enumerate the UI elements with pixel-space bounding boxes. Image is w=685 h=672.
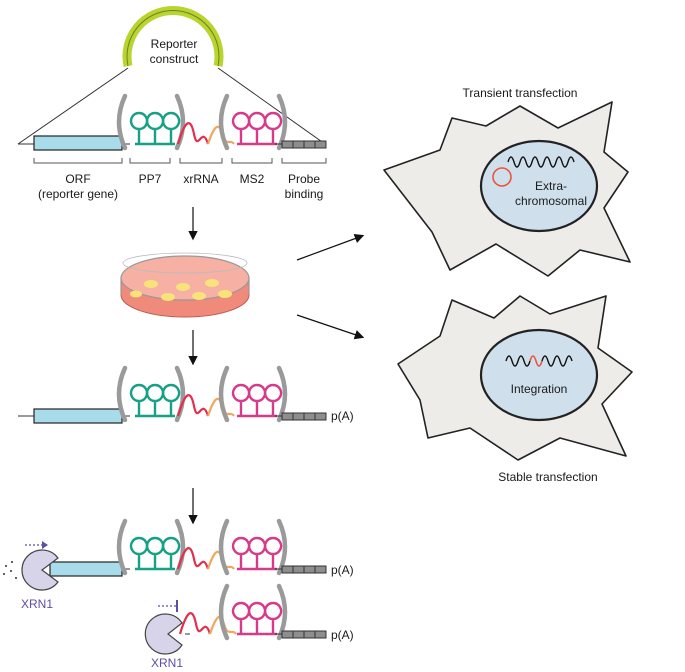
probe-label-1: Probe [288,172,320,186]
extrachromosomal-label-1: Extra- [535,179,567,193]
orf-label: ORF [65,172,90,186]
xrn1-label-1: XRN1 [21,597,53,611]
transient-title: Transient transfection [463,86,578,100]
polya-label-3: p(A) [331,628,354,642]
polya-label-1: p(A) [331,409,354,423]
petri-dish [120,252,250,318]
stable-cell [397,295,633,461]
integration-label: Integration [511,382,568,396]
xrn1-enzyme-1 [3,549,59,591]
probe-label-2: binding [285,187,324,201]
zoom-line-left [17,67,129,145]
arrow-to-transient [296,233,365,261]
xrn1-arrowhead-1 [42,541,48,549]
chromosome-wave-2b [541,355,573,367]
chromosome-wave-1 [507,156,575,168]
stable-title: Stable transfection [498,470,597,484]
arrow-to-stable [296,314,365,340]
construct-mrna [18,368,327,424]
construct-decay-2 [178,586,327,638]
plasmid-circle [492,167,512,187]
integration-mark [529,355,543,367]
chromosome-wave-2a [505,355,531,367]
reporter-construct-label-2: construct [150,52,199,66]
orf-box [33,135,123,151]
reporter-construct-label-1: Reporter [151,37,198,51]
extrachromosomal-label-2: chromosomal [515,194,587,208]
label-brackets [33,158,327,164]
transient-cell [383,101,631,277]
zoom-line-right [217,67,326,145]
pp7-label: PP7 [139,172,162,186]
xrrna-label: xrRNA [183,172,218,186]
polya-label-2: p(A) [331,563,354,577]
plasmid-arc [122,6,224,67]
construct-top [18,96,327,151]
xrn1-label-2: XRN1 [151,656,183,670]
xrn1-enzyme-2 [144,613,183,655]
ms2-label: MS2 [240,172,265,186]
construct-decay-1 [49,521,327,577]
orf-sublabel: (reporter gene) [38,187,118,201]
